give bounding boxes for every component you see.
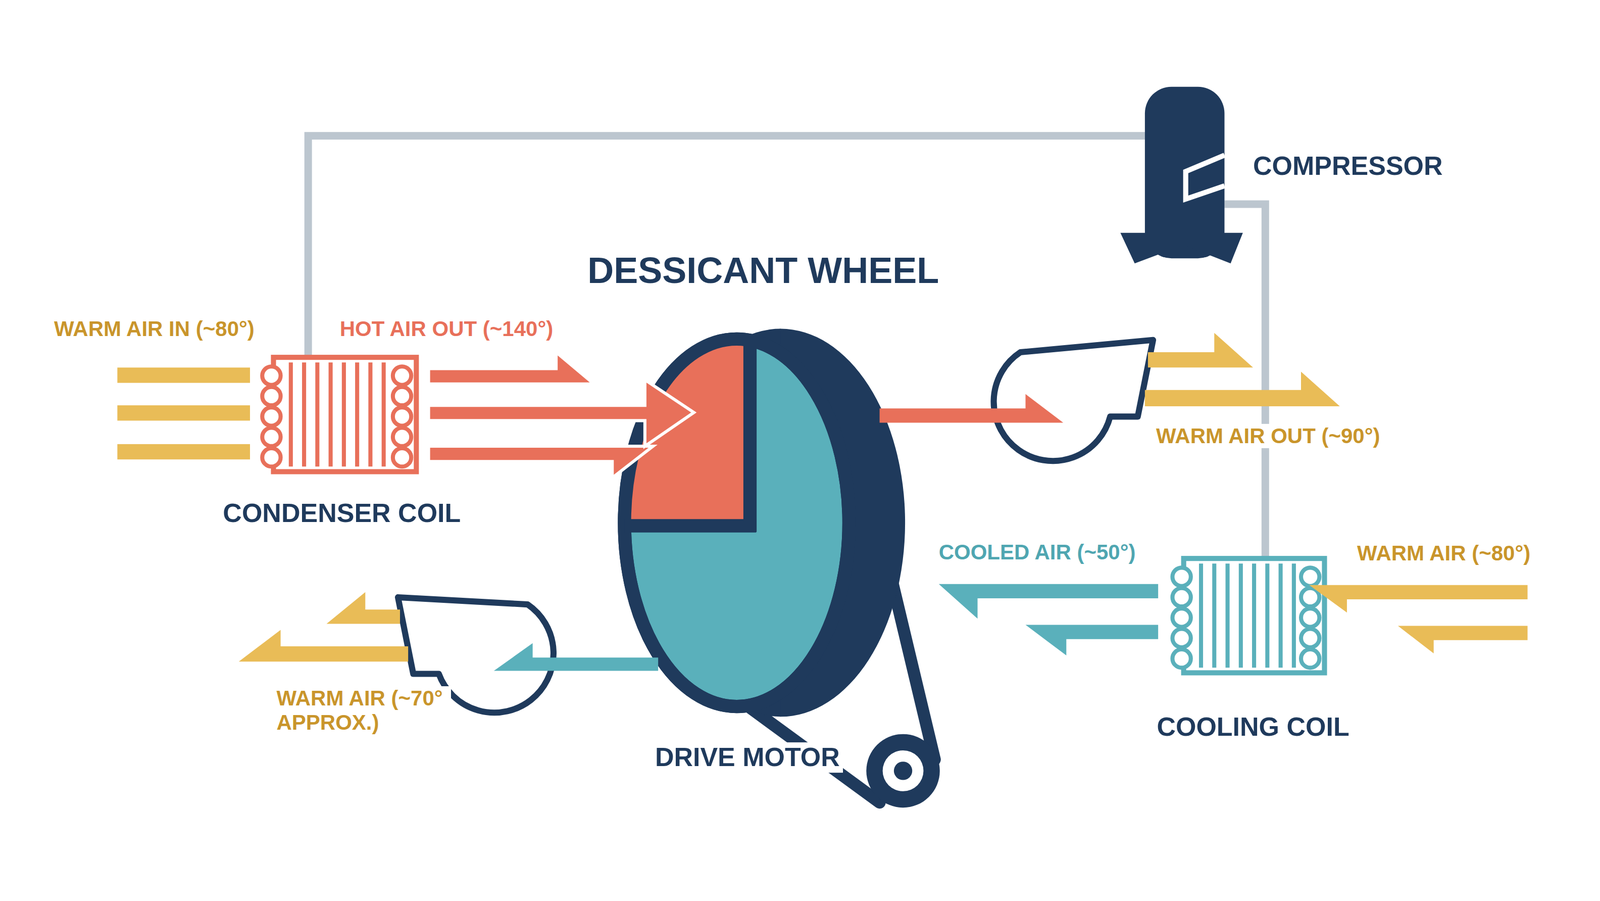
airflow-label: WARM AIR OUT (~90°): [1153, 423, 1383, 448]
condenser-coil-symbol-part: [290, 362, 384, 467]
warm-air-in-arrows-part: [1309, 584, 1528, 613]
cooling-coil-symbol-part-part: [1252, 563, 1257, 668]
condenser-coil-symbol-part-part: [302, 362, 307, 467]
airflow-label: WARM AIR IN (~80°): [51, 316, 258, 341]
part-label: COMPRESSOR: [1250, 151, 1446, 182]
part-label: DRIVE MOTOR: [652, 741, 843, 773]
cooled-air-arrows-part: [938, 583, 1159, 619]
cooling-coil-symbol-part-part: [1225, 563, 1230, 668]
cooling-coil-symbol-part-part: [1265, 563, 1270, 668]
warm-air-out-arrows: [1144, 332, 1340, 407]
cooled-air-arrows: [493, 583, 1159, 671]
warm-air-in-bars: [117, 367, 250, 460]
compressor-symbol-part: [1120, 232, 1243, 264]
cooling-coil-symbol-part-part: [1301, 608, 1320, 627]
cooling-coil-symbol-part: [1172, 567, 1320, 668]
warm-air-in-bars-part: [117, 367, 250, 383]
hot-air-arrows-part: [428, 379, 694, 446]
compressor-symbol-part: [1144, 86, 1225, 259]
condenser-coil-symbol-part-part: [288, 362, 293, 467]
condenser-coil-symbol-part: [273, 357, 417, 472]
cooled-air-arrows-part: [493, 642, 659, 671]
drive-motor: DRIVE MOTOR: [866, 733, 940, 808]
hot-air-arrows: [428, 352, 694, 478]
condenser-coil: CONDENSER COIL: [267, 357, 419, 473]
cooled-air-arrows-part: [1025, 624, 1159, 656]
drive-motor-symbol-part: [893, 761, 913, 780]
cooling-coil-symbol-part: [1201, 563, 1294, 668]
warm-air-exhaust-arrows-part: [326, 591, 400, 624]
hot-air-arrows-part: [428, 352, 594, 384]
blower-fan-part: [993, 339, 1154, 461]
condenser-coil-symbol-part-part: [262, 447, 281, 467]
drive-motor-symbol-part: [882, 750, 924, 791]
condenser-coil-symbol-part-part: [262, 427, 281, 446]
drive-motor-symbol: [866, 733, 940, 808]
process-air-arrow: [879, 393, 1064, 423]
condenser-coil-symbol-part-part: [262, 366, 281, 385]
condenser-coil-symbol-part-part: [328, 362, 333, 467]
part-label: CONDENSER COIL: [219, 497, 464, 529]
warm-air-exhaust-arrows-part: [238, 629, 409, 662]
condenser-coil-symbol-part-part: [392, 407, 412, 426]
cooling-coil-symbol-part: [1183, 558, 1325, 673]
cooling-coil-symbol-part-part: [1172, 648, 1191, 668]
condenser-coil-symbol-part: [262, 366, 412, 467]
cooling-coil-symbol-part-part: [1172, 587, 1191, 607]
condenser-coil-symbol-part-part: [368, 362, 373, 467]
part-label: COOLING COIL: [1153, 711, 1353, 742]
compressor-symbol-part: [1185, 155, 1225, 199]
warm-air-in-arrows-part: [1397, 625, 1528, 654]
cooling-coil-symbol-part-part: [1172, 628, 1191, 647]
cooling-coil-symbol-part-part: [1301, 628, 1320, 647]
condenser-coil-symbol-part-part: [392, 447, 412, 467]
cooling-coil-symbol-part-part: [1301, 587, 1320, 607]
process-air-arrow-part: [879, 393, 1064, 423]
cooling-coil-symbol-part-part: [1238, 563, 1243, 668]
airflow-label: WARM AIR (~70° APPROX.): [273, 685, 452, 735]
warm-air-in-bars-part: [117, 443, 250, 460]
warm-air-in-bars-part: [117, 405, 250, 421]
condenser-coil-symbol-part-part: [381, 362, 386, 467]
airflow-label: COOLED AIR (~50°): [935, 539, 1139, 565]
warm-air-out-arrows-part: [1144, 371, 1340, 407]
desiccant-wheel-part: [624, 518, 757, 532]
drive-belt-part: [889, 571, 935, 760]
condenser-coil-symbol: [262, 357, 417, 472]
cooling-coil-symbol: [1172, 558, 1325, 673]
condenser-coil-symbol-part-part: [392, 427, 412, 446]
cooling-coil-symbol-part-part: [1291, 563, 1296, 668]
condenser-coil-symbol-part-part: [262, 386, 281, 406]
compressor: COMPRESSOR: [1144, 86, 1225, 266]
cooling-coil-symbol-part-part: [1172, 567, 1191, 586]
airflow-label: WARM AIR (~80°): [1354, 540, 1534, 566]
condenser-coil-symbol-part-part: [341, 362, 346, 467]
warm-air-in-arrows: [1309, 584, 1528, 654]
airflow-label: HOT AIR OUT (~140°): [336, 316, 557, 341]
compressor-symbol: [1120, 86, 1243, 264]
cooling-coil-symbol-part-part: [1301, 648, 1320, 668]
condenser-coil-symbol-part-part: [355, 362, 360, 467]
hot-air-arrows-part: [428, 445, 654, 478]
refrigerant-line: [308, 135, 1145, 358]
condenser-coil-symbol-part-part: [392, 366, 412, 385]
warm-air-out-arrows-part: [1147, 332, 1254, 368]
blower-fan: [397, 339, 1154, 713]
cooling-coil-symbol-part-part: [1212, 563, 1217, 668]
drive-motor-symbol-part: [866, 733, 940, 808]
desiccant-wheel-part: [743, 340, 757, 532]
condenser-coil-symbol-part-part: [315, 362, 320, 467]
cooling-coil-symbol-part-part: [1278, 563, 1283, 668]
condenser-coil-symbol-part-part: [262, 407, 281, 426]
diagram-title: DESSICANT WHEEL: [584, 249, 942, 292]
warm-air-exhaust-arrows: [238, 591, 409, 662]
cooling-coil-symbol-part-part: [1172, 608, 1191, 627]
cooling-coil-symbol-part-part: [1301, 567, 1320, 586]
cooling-coil: COOLING COIL: [1181, 558, 1325, 674]
cooling-coil-symbol-part-part: [1198, 563, 1204, 668]
condenser-coil-symbol-part-part: [392, 386, 412, 406]
